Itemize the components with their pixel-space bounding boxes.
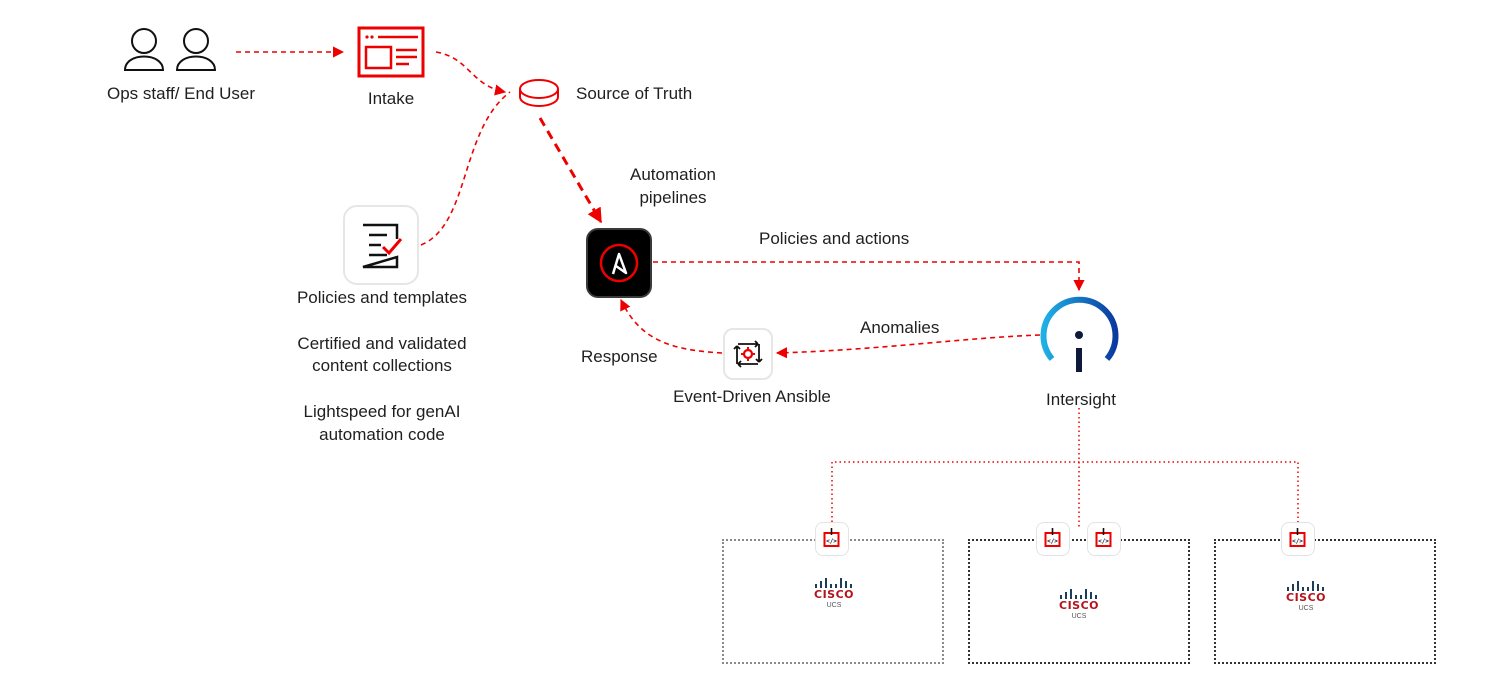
event-driven-icon — [733, 340, 763, 368]
ansible-icon — [599, 243, 639, 283]
policies-label: Policies and templates — [296, 288, 468, 307]
svg-text:</>: </> — [1098, 538, 1109, 545]
intersight-fanout — [831, 408, 1299, 527]
cisco-brand: CISCO — [1285, 591, 1327, 604]
cisco-ucs-logo: CISCO UCS — [1286, 581, 1326, 614]
policies-tile[interactable] — [343, 205, 419, 285]
cisco-brand: CISCO — [813, 588, 855, 601]
database-icon — [519, 79, 559, 107]
edge-label-response: Response — [581, 347, 658, 366]
agent-tile[interactable]: </> — [1036, 522, 1070, 556]
cisco-bars-icon — [1059, 589, 1097, 599]
automation-tile[interactable] — [586, 228, 652, 298]
edge-automation-to-intersight — [653, 261, 1085, 292]
ucs-cluster-3[interactable] — [1214, 539, 1436, 664]
form-window-icon — [357, 26, 425, 78]
eda-tile[interactable] — [723, 328, 773, 380]
ucs-cluster-2[interactable] — [968, 539, 1190, 664]
note-lightspeed-line2: automation code — [319, 425, 445, 444]
intersight-label: Intersight — [1046, 390, 1116, 409]
edge-eda-to-automation — [620, 298, 723, 354]
edge-label-policies-actions: Policies and actions — [759, 229, 910, 248]
edge-intersight-to-eda — [775, 334, 1041, 359]
agent-tile[interactable]: </> — [815, 522, 849, 556]
cisco-ucs-logo: CISCO UCS — [814, 578, 854, 611]
note-lightspeed-line1: Lightspeed for genAI — [303, 402, 461, 421]
agent-tile[interactable]: </> — [1281, 522, 1315, 556]
intersight-icon — [1040, 296, 1119, 372]
code-agent-icon: </> — [1044, 528, 1061, 547]
ucs-product: UCS — [826, 602, 842, 609]
automation-label-line2: pipelines — [639, 188, 707, 207]
svg-text:</>: </> — [1292, 538, 1303, 545]
intake-label: Intake — [367, 89, 415, 108]
eda-label: Event-Driven Ansible — [673, 387, 831, 406]
code-agent-icon: </> — [1289, 528, 1306, 547]
note-certified-line1: Certified and validated — [297, 334, 467, 353]
edge-label-anomalies: Anomalies — [860, 318, 940, 337]
cisco-bars-icon — [814, 578, 852, 588]
users-icon — [123, 28, 217, 71]
edge-intake-to-source — [435, 51, 507, 96]
cisco-brand: CISCO — [1058, 599, 1100, 612]
svg-text:</>: </> — [1047, 538, 1058, 545]
code-agent-icon: </> — [1095, 528, 1112, 547]
svg-text:</>: </> — [826, 538, 837, 545]
source-of-truth-label: Source of Truth — [576, 84, 693, 103]
cisco-bars-icon — [1286, 581, 1324, 591]
users-label: Ops staff/ End User — [106, 84, 256, 103]
ucs-product: UCS — [1298, 605, 1314, 612]
note-certified-line2: content collections — [312, 356, 452, 375]
cisco-ucs-logo: CISCO UCS — [1059, 589, 1099, 622]
ucs-product: UCS — [1071, 613, 1087, 620]
edge-policies-to-source — [420, 91, 511, 246]
automation-label-line1: Automation — [630, 165, 716, 184]
edge-source-to-automation — [538, 117, 603, 224]
code-agent-icon: </> — [823, 528, 840, 547]
agent-tile[interactable]: </> — [1087, 522, 1121, 556]
checklist-icon — [362, 223, 403, 269]
